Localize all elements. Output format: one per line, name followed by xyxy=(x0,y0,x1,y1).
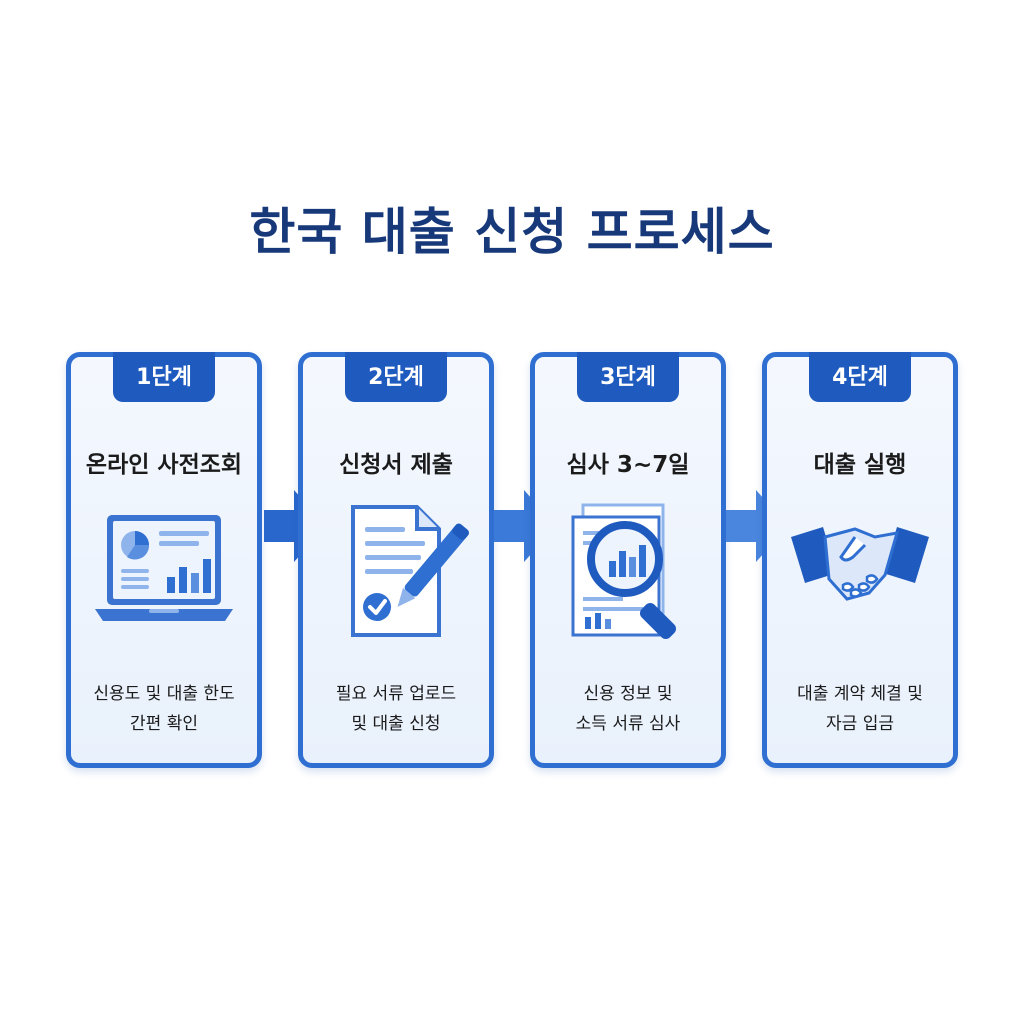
step-card-4: 4단계 대출 실행 대출 계약 체결 및 자금 입금 xyxy=(762,352,958,768)
arrow-right-icon xyxy=(726,490,788,562)
arrow-right-icon xyxy=(264,490,326,562)
step-badge: 2단계 xyxy=(345,352,447,402)
step-title: 대출 실행 xyxy=(813,452,907,478)
step-description-line: 신용도 및 대출 한도 xyxy=(93,684,235,704)
step-description-line: 대출 계약 체결 및 xyxy=(797,684,923,704)
step-badge: 1단계 xyxy=(113,352,215,402)
arrow-right-icon xyxy=(494,490,556,562)
step-badge: 3단계 xyxy=(577,352,679,402)
step-description: 필요 서류 업로드 및 대출 신청 xyxy=(303,679,489,739)
document-pen-icon xyxy=(351,505,469,637)
step-title: 온라인 사전조회 xyxy=(85,452,243,478)
step-card-3: 3단계 심사 3~7일 신용 정보 및 소득 서류 심사 xyxy=(530,352,726,768)
step-description-line: 간편 확인 xyxy=(130,714,198,734)
step-title: 심사 3~7일 xyxy=(566,452,690,478)
diagram-title: 한국 대출 신청 프로세스 xyxy=(249,203,775,261)
step-description: 신용도 및 대출 한도 간편 확인 xyxy=(71,679,257,739)
step-description-line: 및 대출 신청 xyxy=(351,714,441,734)
step-description: 신용 정보 및 소득 서류 심사 xyxy=(535,679,721,739)
step-description-line: 신용 정보 및 xyxy=(583,684,673,704)
step-badge: 4단계 xyxy=(809,352,911,402)
step-description-line: 필요 서류 업로드 xyxy=(335,684,457,704)
step-card-1: 1단계 온라인 사전조회 신용도 및 대출 한도 간편 확인 xyxy=(66,352,262,768)
handshake-icon xyxy=(791,527,929,601)
step-title: 신청서 제출 xyxy=(339,452,453,478)
laptop-chart-icon xyxy=(95,515,233,621)
magnifier-document-icon xyxy=(571,503,677,640)
step-description-line: 소득 서류 심사 xyxy=(575,714,681,734)
step-description-line: 자금 입금 xyxy=(826,714,894,734)
step-description: 대출 계약 체결 및 자금 입금 xyxy=(767,679,953,739)
step-card-2: 2단계 신청서 제출 필요 서류 업로드 및 대출 신청 xyxy=(298,352,494,768)
